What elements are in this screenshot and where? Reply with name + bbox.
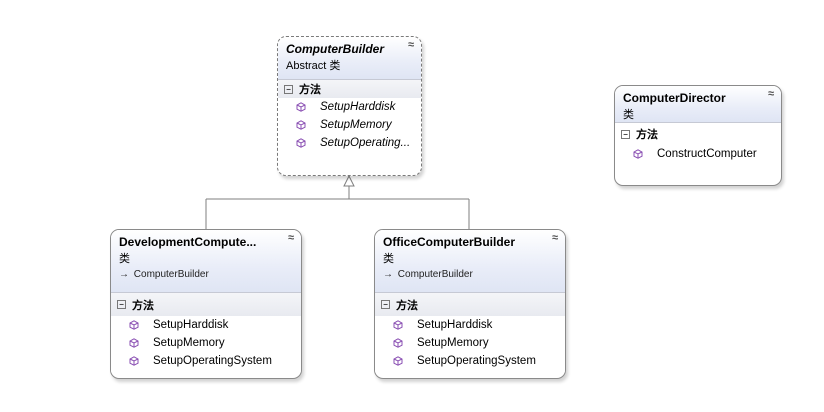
- method-item[interactable]: SetupOperatingSystem: [111, 352, 301, 370]
- class-kind: Abstract 类: [286, 60, 341, 72]
- minus-box-icon[interactable]: −: [284, 84, 293, 94]
- base-class-label: ComputerBuilder: [133, 269, 209, 280]
- methods-section-header[interactable]: − 方法: [278, 80, 421, 98]
- method-label: SetupMemory: [153, 337, 225, 349]
- method-cube-icon: [633, 149, 643, 159]
- method-label: SetupHarddisk: [417, 319, 493, 331]
- method-label: SetupMemory: [320, 119, 392, 131]
- section-title: 方法: [132, 299, 154, 312]
- method-cube-icon: [296, 102, 306, 112]
- collapse-icon[interactable]: ≈: [767, 88, 774, 100]
- class-name: OfficeComputerBuilder: [383, 235, 516, 249]
- method-label: SetupOperating...: [320, 137, 411, 149]
- methods-section: − 方法 SetupHarddisk SetupMemory SetupOper…: [278, 80, 421, 155]
- method-cube-icon: [393, 356, 403, 366]
- method-list: SetupHarddisk SetupMemory SetupOperating…: [111, 316, 301, 373]
- class-computer-director[interactable]: ComputerDirector 类 ≈ − 方法 ConstructCompu…: [614, 85, 782, 186]
- base-class-label: ComputerBuilder: [397, 269, 473, 280]
- inherits-from: → ComputerBuilder: [383, 269, 557, 280]
- method-item[interactable]: SetupHarddisk: [278, 98, 421, 116]
- class-header: ComputerBuilder Abstract 类 ≈: [278, 37, 421, 80]
- method-list: SetupHarddisk SetupMemory SetupOperating…: [375, 316, 565, 373]
- class-computer-builder[interactable]: ComputerBuilder Abstract 类 ≈ − 方法 SetupH…: [277, 36, 422, 176]
- class-header: ComputerDirector 类 ≈: [615, 86, 781, 123]
- method-item[interactable]: SetupHarddisk: [375, 316, 565, 334]
- method-item[interactable]: SetupMemory: [111, 334, 301, 352]
- method-item[interactable]: SetupMemory: [375, 334, 565, 352]
- method-cube-icon: [129, 338, 139, 348]
- methods-section-header[interactable]: − 方法: [375, 293, 565, 316]
- inheritance-arrowhead: [343, 174, 355, 187]
- method-cube-icon: [296, 138, 306, 148]
- methods-section-header[interactable]: − 方法: [615, 123, 781, 145]
- minus-box-icon[interactable]: −: [381, 300, 390, 309]
- method-item[interactable]: SetupOperating...: [278, 134, 421, 152]
- method-cube-icon: [393, 338, 403, 348]
- method-label: SetupOperatingSystem: [417, 355, 536, 367]
- class-header: OfficeComputerBuilder 类 → ComputerBuilde…: [375, 230, 565, 293]
- method-item[interactable]: ConstructComputer: [615, 145, 781, 163]
- collapse-icon[interactable]: ≈: [287, 232, 294, 244]
- method-label: SetupHarddisk: [153, 319, 229, 331]
- method-list: ConstructComputer: [615, 145, 781, 166]
- class-header: DevelopmentCompute... 类 → ComputerBuilde…: [111, 230, 301, 293]
- methods-section: − 方法 SetupHarddisk SetupMemory SetupOper…: [111, 293, 301, 373]
- minus-box-icon[interactable]: −: [621, 129, 630, 139]
- class-name: DevelopmentCompute...: [119, 235, 257, 249]
- section-title: 方法: [396, 299, 418, 312]
- collapse-icon[interactable]: ≈: [407, 39, 414, 51]
- method-cube-icon: [393, 320, 403, 330]
- method-item[interactable]: SetupHarddisk: [111, 316, 301, 334]
- class-kind: 类: [383, 253, 394, 265]
- method-label: ConstructComputer: [657, 148, 757, 160]
- section-title: 方法: [636, 129, 658, 141]
- inherits-from: → ComputerBuilder: [119, 269, 293, 280]
- method-list: SetupHarddisk SetupMemory SetupOperating…: [278, 98, 421, 155]
- class-kind: 类: [623, 109, 634, 121]
- class-name: ComputerBuilder: [286, 42, 385, 56]
- class-name: ComputerDirector: [623, 91, 726, 105]
- method-label: SetupOperatingSystem: [153, 355, 272, 367]
- inheritance-arrow-icon: →: [119, 269, 129, 280]
- method-cube-icon: [129, 320, 139, 330]
- class-office-computer-builder[interactable]: OfficeComputerBuilder 类 → ComputerBuilde…: [374, 229, 566, 379]
- class-development-computer-builder[interactable]: DevelopmentCompute... 类 → ComputerBuilde…: [110, 229, 302, 379]
- method-cube-icon: [296, 120, 306, 130]
- class-kind: 类: [119, 253, 130, 265]
- methods-section: − 方法 ConstructComputer: [615, 123, 781, 166]
- collapse-icon[interactable]: ≈: [551, 232, 558, 244]
- method-item[interactable]: SetupOperatingSystem: [375, 352, 565, 370]
- method-cube-icon: [129, 356, 139, 366]
- method-label: SetupMemory: [417, 337, 489, 349]
- method-label: SetupHarddisk: [320, 101, 396, 113]
- methods-section-header[interactable]: − 方法: [111, 293, 301, 316]
- section-title: 方法: [299, 84, 321, 96]
- inheritance-arrow-icon: →: [383, 269, 393, 280]
- method-item[interactable]: SetupMemory: [278, 116, 421, 134]
- methods-section: − 方法 SetupHarddisk SetupMemory SetupOper…: [375, 293, 565, 373]
- minus-box-icon[interactable]: −: [117, 300, 126, 309]
